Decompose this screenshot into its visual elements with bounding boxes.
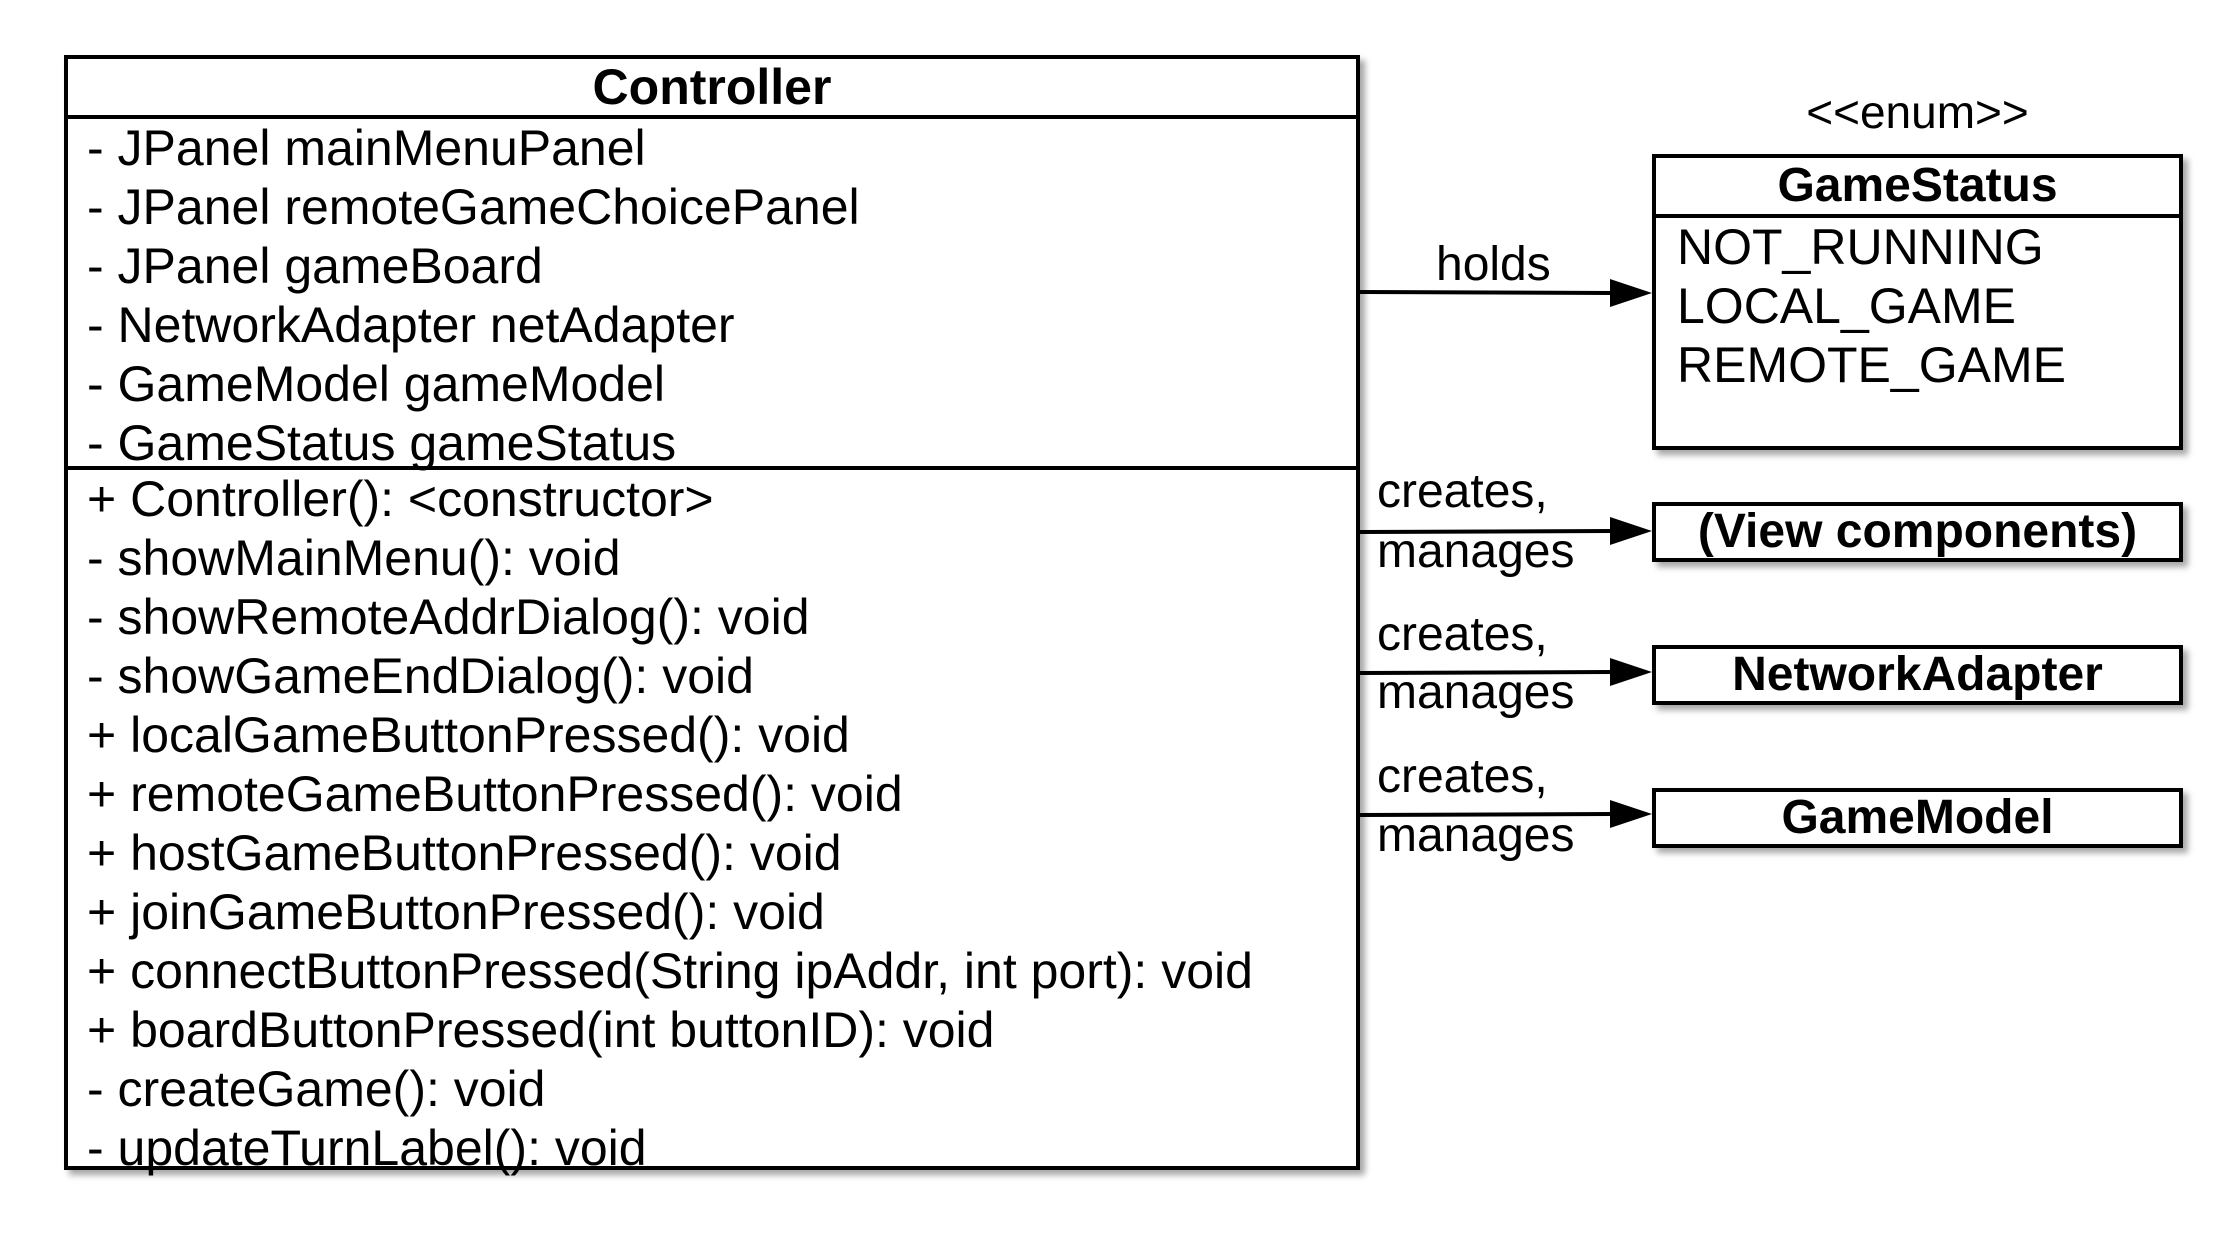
attribute: - JPanel gameBoard (87, 238, 543, 294)
gamestatus-enum: GameStatus NOT_RUNNING LOCAL_GAME REMOTE… (1652, 154, 2183, 450)
operation: - updateTurnLabel(): void (87, 1120, 647, 1176)
network-arrowhead (1610, 658, 1652, 686)
model-arrowhead (1610, 800, 1652, 828)
enum-stereotype: <<enum>> (1806, 86, 2029, 138)
manages-label: manages (1377, 666, 1575, 719)
controller-attributes: - JPanel mainMenuPanel - JPanel remoteGa… (68, 119, 1356, 471)
operation: - showMainMenu(): void (87, 530, 621, 586)
view-components-box: (View components) (1652, 502, 2183, 562)
gamestatus-name: GameStatus (1656, 158, 2179, 218)
attribute: - JPanel remoteGameChoicePanel (87, 179, 860, 235)
enum-value: LOCAL_GAME (1677, 278, 2017, 334)
attribute: - GameStatus gameStatus (87, 415, 677, 471)
attribute: - GameModel gameModel (87, 356, 666, 412)
manages-label: manages (1377, 525, 1575, 578)
operation: + localGameButtonPressed(): void (87, 707, 850, 763)
attribute: - JPanel mainMenuPanel (87, 120, 646, 176)
controller-class-name: Controller (68, 59, 1356, 119)
operation: - showRemoteAddrDialog(): void (87, 589, 810, 645)
operation: + hostGameButtonPressed(): void (87, 825, 842, 881)
gamestatus-values: NOT_RUNNING LOCAL_GAME REMOTE_GAME (1656, 218, 2179, 395)
enum-value: NOT_RUNNING (1677, 219, 2044, 275)
view-arrowhead (1610, 517, 1652, 545)
creates-label: creates, (1377, 465, 1548, 518)
operation: - showGameEndDialog(): void (87, 648, 754, 704)
attribute: - NetworkAdapter netAdapter (87, 297, 735, 353)
network-adapter-box: NetworkAdapter (1652, 645, 2183, 705)
enum-value: REMOTE_GAME (1677, 337, 2066, 393)
operation: + joinGameButtonPressed(): void (87, 884, 825, 940)
controller-class: Controller - JPanel mainMenuPanel - JPan… (64, 55, 1360, 1176)
holds-arrow-line (1359, 290, 1613, 295)
holds-label: holds (1436, 238, 1551, 291)
manages-label: manages (1377, 809, 1575, 862)
creates-label: creates, (1377, 608, 1548, 661)
creates-label: creates, (1377, 750, 1548, 803)
holds-arrowhead (1610, 279, 1652, 307)
operation: + boardButtonPressed(int buttonID): void (87, 1002, 995, 1058)
view-arrow-line (1359, 529, 1613, 534)
operation: + connectButtonPressed(String ipAddr, in… (87, 943, 1253, 999)
model-arrow-line (1359, 812, 1613, 817)
operation: - createGame(): void (87, 1061, 546, 1117)
controller-operations: + Controller(): <constructor> - showMain… (68, 470, 1356, 1178)
network-arrow-line (1359, 670, 1613, 675)
operation: + Controller(): <constructor> (87, 471, 714, 527)
game-model-box: GameModel (1652, 788, 2183, 848)
operation: + remoteGameButtonPressed(): void (87, 766, 903, 822)
